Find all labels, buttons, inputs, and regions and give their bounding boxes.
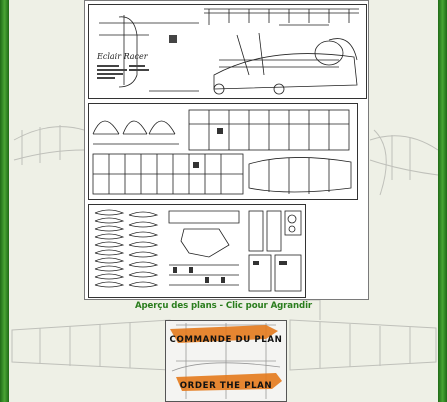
plans-title-script: Eclair Racer (96, 52, 149, 61)
right-green-border (438, 0, 447, 402)
order-label-fr: COMMANDE DU PLAN (169, 335, 283, 345)
order-arrow-top-shape (170, 325, 278, 343)
plan-sheet-wing-view (88, 103, 358, 200)
side-view-drawing: Eclair Racer (96, 8, 359, 95)
parts-drawing (94, 209, 302, 292)
plans-preview-link[interactable]: Eclair Racer (84, 0, 369, 300)
order-plan-button[interactable]: COMMANDE DU PLAN ORDER THE PLAN (165, 320, 287, 402)
order-label-en: ORDER THE PLAN (179, 381, 273, 391)
wing-view-drawing (92, 109, 352, 195)
plans-preview-caption-link[interactable]: Aperçu des plans - Clic pour Agrandir (134, 301, 313, 311)
order-arrow-bottom-shape (176, 373, 282, 391)
plan-sheet-side-view: Eclair Racer (88, 4, 367, 99)
plan-sheet-parts (88, 204, 306, 298)
order-panel-drawing (170, 323, 282, 399)
left-green-border (0, 0, 9, 402)
